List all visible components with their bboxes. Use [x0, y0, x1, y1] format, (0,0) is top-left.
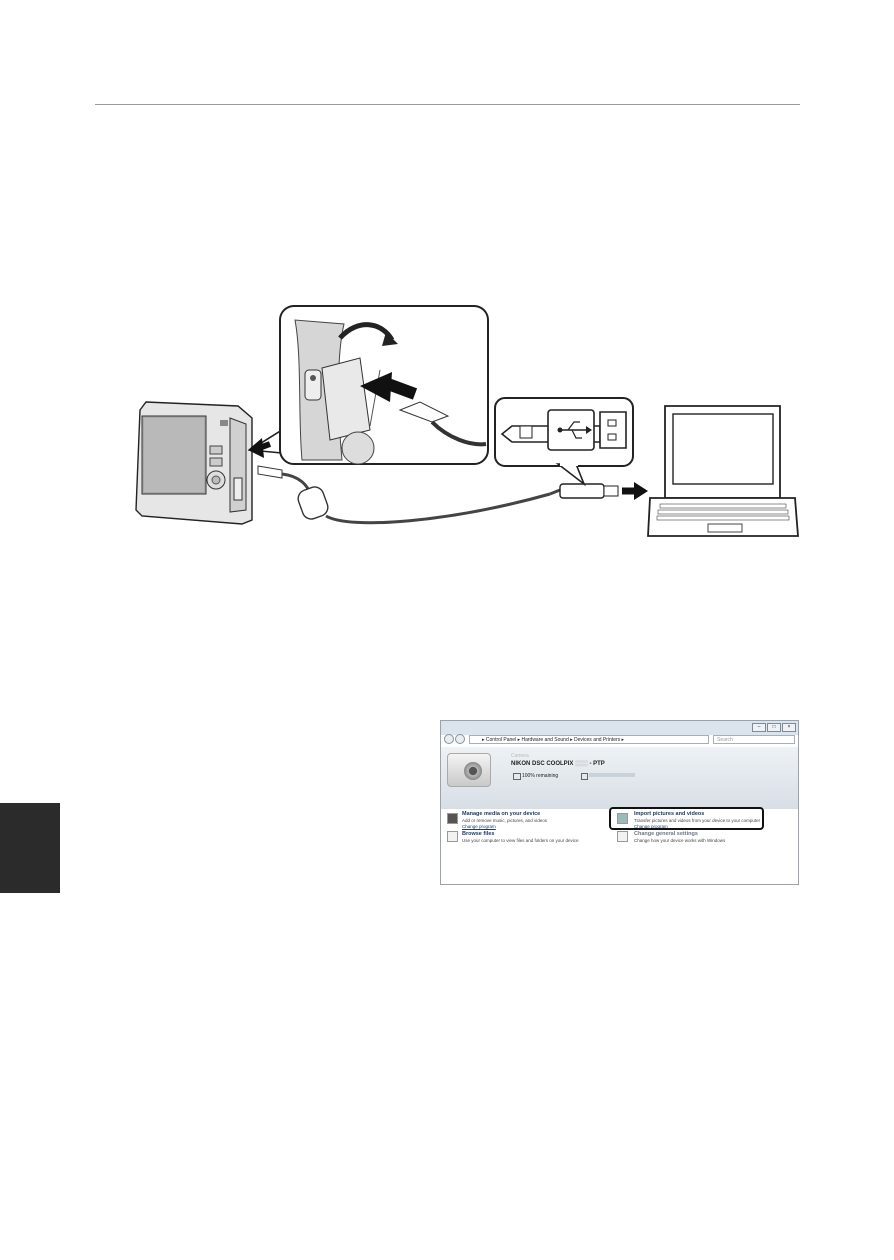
option-import-title[interactable]: Import pictures and videos	[634, 811, 705, 817]
usb-port-detail	[279, 305, 489, 465]
option-settings-title[interactable]: Change general settings	[634, 831, 698, 837]
close-button[interactable]: ×	[782, 723, 796, 732]
option-manage-media-title[interactable]: Manage media on your device	[462, 811, 541, 817]
device-name: NIKON DSC COOLPIX ▒▒▒ - PTP	[511, 761, 605, 767]
window-controls: – □ ×	[752, 723, 796, 732]
import-highlight-frame	[609, 807, 764, 830]
option-import-link[interactable]: Change program	[634, 824, 668, 829]
storage-bar	[589, 773, 635, 777]
header-rule	[95, 104, 800, 105]
settings-icon	[617, 831, 628, 842]
camera-illustration	[135, 401, 253, 525]
search-input[interactable]: Search	[713, 735, 795, 744]
option-manage-media-desc: Add or remove music, pictures, and video…	[462, 818, 548, 823]
devices-window: – □ × ▸ Control Panel ▸ Hardware and Sou…	[440, 720, 799, 885]
minimize-button[interactable]: –	[752, 723, 766, 732]
window-titlebar	[441, 721, 798, 735]
storage-icon	[581, 773, 588, 780]
option-browse-files-title[interactable]: Browse files	[462, 831, 495, 837]
battery-icon	[513, 773, 521, 780]
option-browse-files-desc: Use your computer to view files and fold…	[462, 838, 579, 843]
back-button[interactable]	[444, 734, 454, 744]
usb-icon	[500, 409, 627, 451]
folder-icon	[447, 831, 458, 842]
section-tab	[0, 803, 60, 893]
device-category: Camera	[511, 753, 529, 759]
device-header	[441, 747, 798, 809]
option-import-desc: Transfer pictures and videos from your d…	[634, 818, 761, 823]
play-icon	[447, 813, 458, 824]
battery-status: 100% remaining	[522, 773, 559, 779]
photo-import-icon	[617, 813, 628, 824]
camera-icon	[447, 753, 491, 787]
address-bar[interactable]: ▸ Control Panel ▸ Hardware and Sound ▸ D…	[469, 735, 709, 744]
maximize-button[interactable]: □	[767, 723, 781, 732]
usb-connection-illustration	[135, 305, 799, 537]
option-manage-media-link[interactable]: Change program	[462, 824, 496, 829]
laptop-illustration	[647, 405, 799, 537]
option-settings-desc: Change how your device works with Window…	[634, 838, 726, 843]
forward-button[interactable]	[455, 734, 465, 744]
